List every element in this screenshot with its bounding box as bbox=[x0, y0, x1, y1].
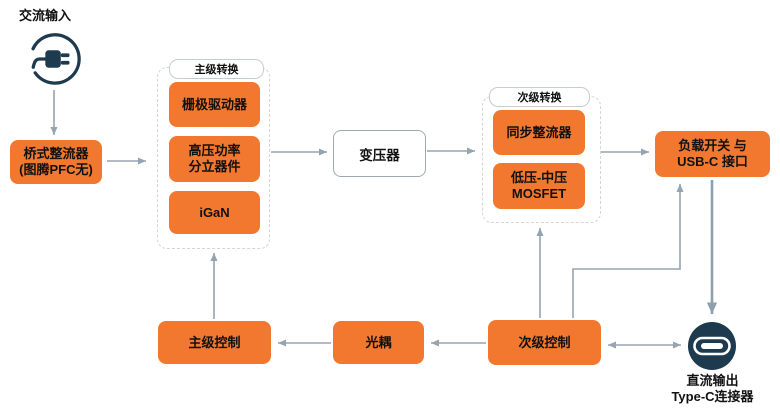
node-primary-control: 主级控制 bbox=[158, 321, 271, 364]
dc-output-line2: Type-C连接器 bbox=[671, 389, 754, 405]
dc-output-label: 直流输出 Type-C连接器 bbox=[640, 373, 780, 406]
node-gate-driver: 栅极驱动器 bbox=[169, 82, 260, 127]
node-bridge-rectifier: 桥式整流器 (图腾PFC无) bbox=[10, 140, 102, 184]
usb-c-connector-icon bbox=[688, 322, 736, 375]
hv-power-line2: 分立器件 bbox=[188, 159, 241, 174]
lv-mv-mosfet-line2: MOSFET bbox=[511, 186, 567, 201]
igan-label: iGaN bbox=[199, 204, 230, 220]
load-switch-line2: USB-C 接口 bbox=[677, 154, 748, 169]
power-plug-icon bbox=[26, 30, 84, 93]
optocoupler-label: 光耦 bbox=[365, 334, 392, 350]
sync-rectifier-label: 同步整流器 bbox=[506, 124, 572, 140]
node-optocoupler: 光耦 bbox=[333, 321, 424, 364]
gate-driver-label: 栅极驱动器 bbox=[181, 96, 247, 112]
arrow-secondaryctrl-to-loadswitch bbox=[572, 184, 684, 318]
group-title-primary: 主级转换 bbox=[169, 59, 264, 79]
lv-mv-mosfet-line1: 低压-中压 bbox=[510, 170, 568, 186]
hv-power-line1: 高压功率 bbox=[188, 143, 241, 159]
transformer-label: 变压器 bbox=[359, 147, 400, 163]
node-sync-rectifier: 同步整流器 bbox=[493, 110, 585, 155]
ac-input-label: 交流输入 bbox=[19, 8, 72, 23]
node-load-switch-usbc: 负载开关 与 USB-C 接口 bbox=[655, 131, 770, 177]
node-transformer: 变压器 bbox=[333, 130, 426, 177]
node-secondary-control: 次级控制 bbox=[488, 320, 601, 365]
bridge-rectifier-line1: 桥式整流器 bbox=[23, 146, 89, 162]
secondary-control-label: 次级控制 bbox=[518, 334, 571, 350]
bridge-rectifier-line2: (图腾PFC无) bbox=[19, 162, 93, 177]
group-title-secondary: 次级转换 bbox=[489, 87, 590, 107]
node-igan: iGaN bbox=[169, 191, 260, 234]
node-lv-mv-mosfet: 低压-中压 MOSFET bbox=[493, 163, 585, 209]
node-hv-power-discretes: 高压功率 分立器件 bbox=[169, 136, 260, 182]
load-switch-line1: 负载开关 与 bbox=[678, 138, 747, 154]
dc-output-line1: 直流输出 bbox=[686, 373, 739, 388]
primary-control-label: 主级控制 bbox=[188, 334, 241, 350]
